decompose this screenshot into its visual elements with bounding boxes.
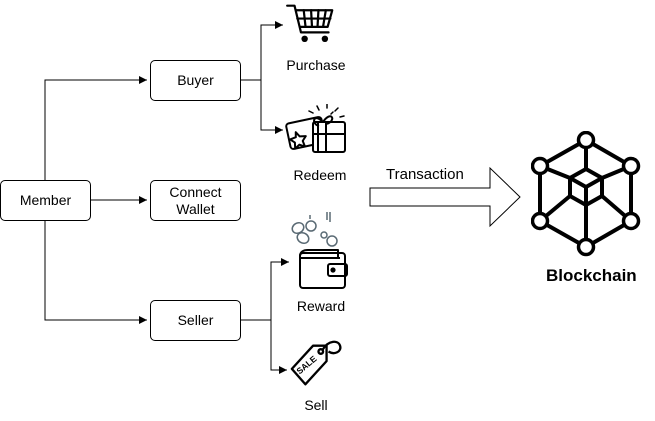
- member-node[interactable]: Member: [0, 180, 91, 221]
- reward-label: Reward: [296, 298, 346, 314]
- buyer-to-purchase-connector: [241, 21, 283, 81]
- wallet-coins-icon: [291, 212, 348, 289]
- transaction-arrow: [369, 166, 521, 228]
- gift-voucher-icon: [285, 104, 346, 153]
- blockchain-cube-icon: [531, 131, 641, 257]
- redeem-label: Redeem: [293, 167, 347, 183]
- seller-to-reward-connector: [241, 258, 289, 321]
- shopping-cart-icon: [286, 4, 334, 43]
- transaction-label: Transaction: [386, 166, 464, 183]
- sell-label: Sell: [304, 397, 328, 413]
- member-to-seller-connector: [44, 220, 147, 324]
- sale-tag-icon: SALE: [290, 340, 342, 386]
- purchase-label: Purchase: [286, 57, 346, 73]
- connect-wallet-node[interactable]: Connect Wallet: [150, 180, 241, 221]
- buyer-node[interactable]: Buyer: [150, 60, 241, 101]
- member-to-buyer-connector: [44, 76, 147, 180]
- blockchain-label: Blockchain: [546, 266, 637, 285]
- buyer-to-redeem-connector: [260, 80, 283, 134]
- seller-to-sell-connector: [270, 320, 287, 374]
- seller-node[interactable]: Seller: [150, 300, 241, 341]
